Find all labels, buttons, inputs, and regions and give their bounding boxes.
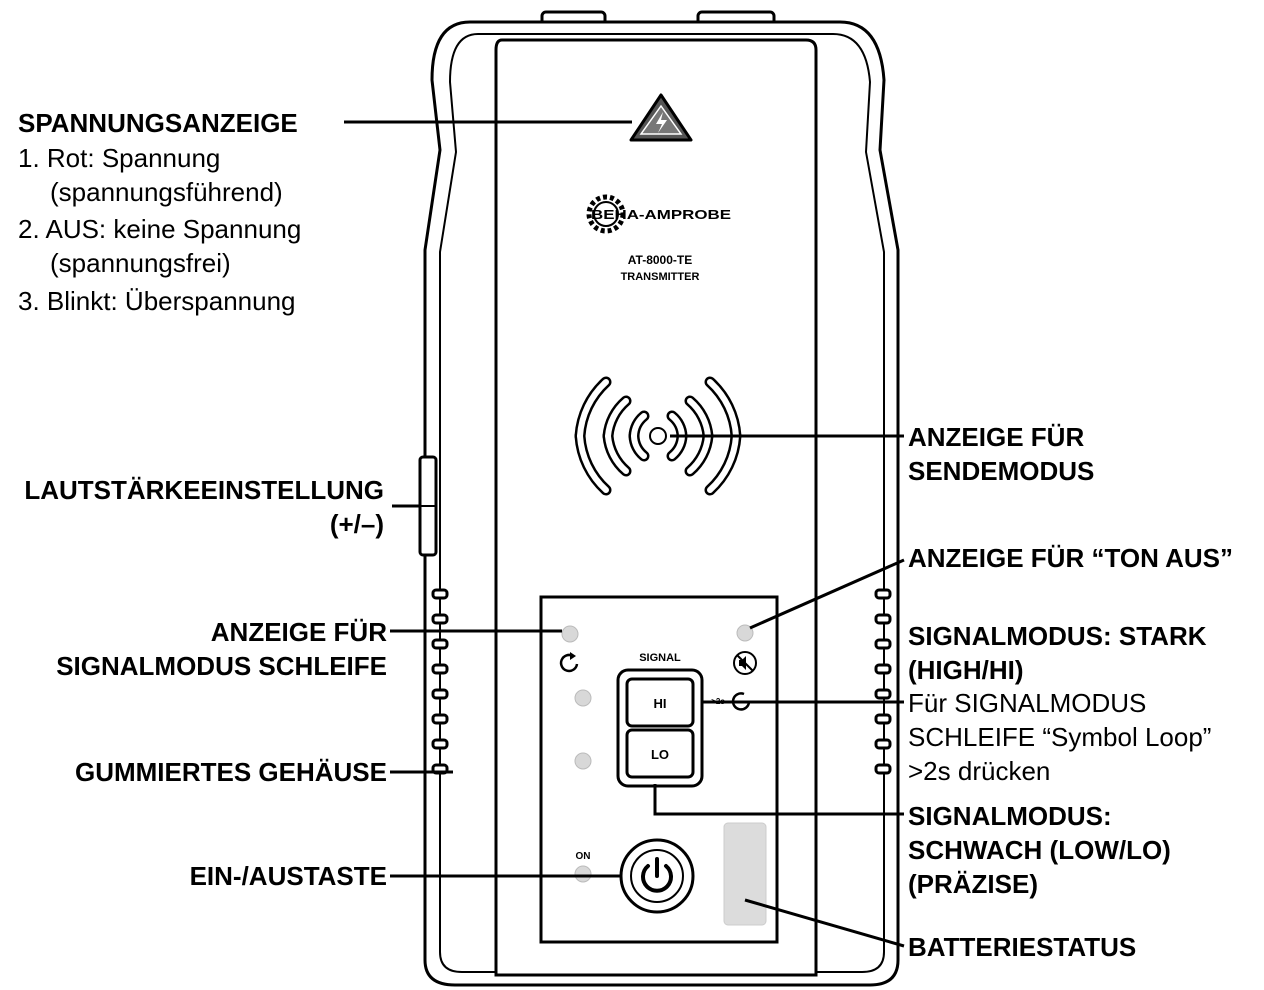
model-text: AT-8000-TE (628, 253, 692, 267)
signal-high-note-3: >2s drücken (908, 756, 1051, 786)
hi-button[interactable] (625, 677, 695, 728)
signal-label: SIGNAL (639, 652, 681, 664)
signal-low-label-line1: SIGNALMODUS: (908, 801, 1112, 831)
housing-inner-edge (439, 33, 885, 973)
loop-mode-led (561, 625, 579, 643)
signal-hi-led (574, 689, 592, 707)
signal-low-label-line3: (PRÄZISE) (908, 869, 1038, 899)
battery-status-label: BATTERIESTATUS (908, 932, 1137, 962)
signal-low-label-line2: SCHWACH (LOW/LO) (908, 835, 1171, 865)
lo-button[interactable] (625, 728, 695, 779)
mute-indicator-label: ANZEIGE FÜR “TON AUS” (908, 543, 1234, 573)
lo-button-label: LO (651, 747, 669, 762)
grip-ridges-right (874, 588, 892, 775)
transmit-label-line1: ANZEIGE FÜR (908, 422, 1085, 452)
signal-high-label-line2: (HIGH/HI) (908, 655, 1024, 685)
housing-label: GUMMIERTES GEHÄUSE (74, 757, 387, 787)
voltage-item-1: 1. Rot: Spannung (18, 143, 221, 173)
brand-logo-text: BEHA-AMPROBE (591, 207, 731, 222)
on-label: ON (576, 851, 591, 862)
transmit-mode-icon-inner (577, 379, 739, 493)
grip-ridges-left (431, 588, 449, 775)
device-type-text: TRANSMITTER (621, 271, 700, 283)
power-icon (641, 857, 673, 893)
signal-high-note-1: Für SIGNALMODUS (908, 688, 1147, 718)
power-button-label: EIN-/AUSTASTE (189, 861, 387, 891)
voltage-item-1-detail: (spannungsführend) (50, 177, 283, 207)
loop-indicator-label-line1: ANZEIGE FÜR (210, 617, 387, 647)
mute-icon (733, 651, 757, 675)
battery-status-window (723, 822, 767, 926)
hold-loop-icon (731, 692, 751, 711)
loop-indicator-label-line2: SIGNALMODUS SCHLEIFE (56, 651, 387, 681)
voltage-item-2: 2. AUS: keine Spannung (18, 214, 302, 244)
voltage-item-2-detail: (spannungsfrei) (50, 248, 231, 278)
signal-lo-led (574, 752, 592, 770)
leader-lines (344, 120, 905, 948)
hi-button-label: HI (654, 696, 667, 711)
voltage-warning-icon (629, 93, 693, 142)
signal-high-note-2: SCHLEIFE “Symbol Loop” (908, 722, 1212, 752)
signal-high-label-line1: SIGNALMODUS: STARK (908, 621, 1207, 651)
transmit-label-line2: SENDEMODUS (908, 456, 1095, 486)
volume-label-line2: (+/–) (329, 509, 384, 539)
voltage-indicator-title: SPANNUNGSANZEIGE (18, 108, 298, 138)
mute-led (736, 624, 754, 642)
loop-icon (559, 653, 579, 673)
volume-label-line1: LAUTSTÄRKEEINSTELLUNG (24, 475, 384, 505)
brand-gear-icon (586, 194, 626, 234)
voltage-item-3: 3. Blinkt: Überspannung (18, 286, 296, 316)
on-led (574, 865, 592, 883)
